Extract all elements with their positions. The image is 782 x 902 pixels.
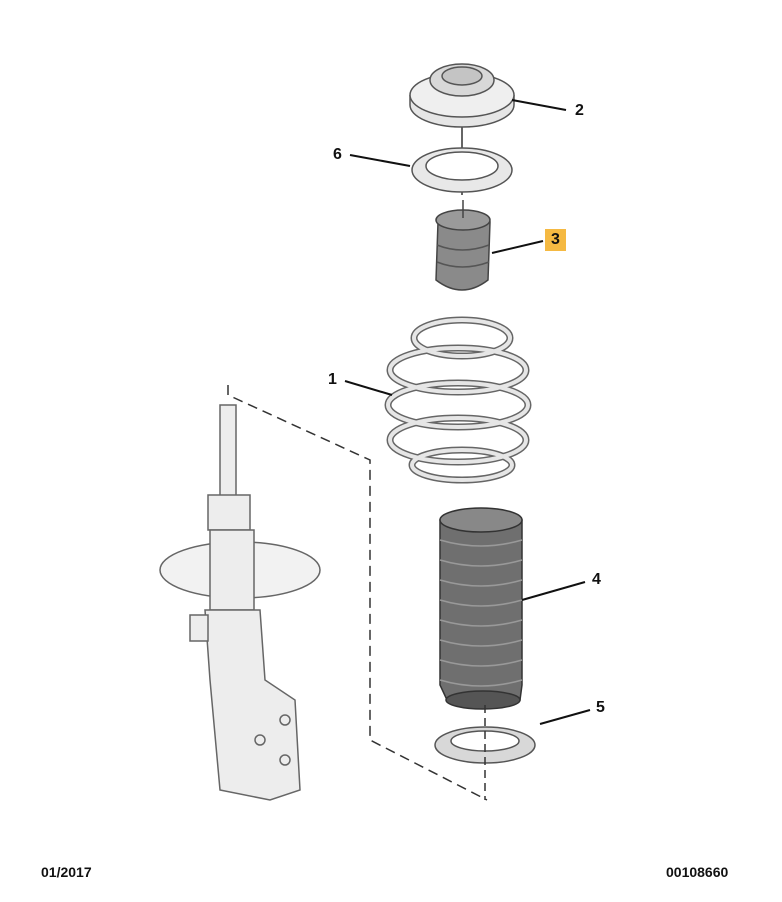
callout-2[interactable]: 2	[575, 102, 584, 119]
coil-spring-highlight	[386, 318, 530, 482]
footer-date: 01/2017	[41, 864, 92, 880]
part-3-bump-stop[interactable]	[435, 200, 491, 291]
footer-code: 00108660	[666, 864, 729, 880]
callout-3-highlighted[interactable]: 3	[545, 229, 566, 251]
callout-4[interactable]: 4	[592, 571, 601, 588]
part-6-upper-seat[interactable]	[411, 147, 513, 193]
part-4-dust-boot[interactable]	[439, 507, 523, 710]
strut-assembly	[159, 404, 321, 801]
callout-6[interactable]: 6	[333, 146, 342, 163]
part-5-lower-seat[interactable]	[434, 705, 536, 800]
leader-lines	[344, 99, 591, 725]
callout-5[interactable]: 5	[596, 699, 605, 716]
part-2-top-mount[interactable]	[409, 63, 515, 128]
assembly-dashed-line	[227, 385, 488, 801]
callout-1[interactable]: 1	[328, 371, 337, 388]
